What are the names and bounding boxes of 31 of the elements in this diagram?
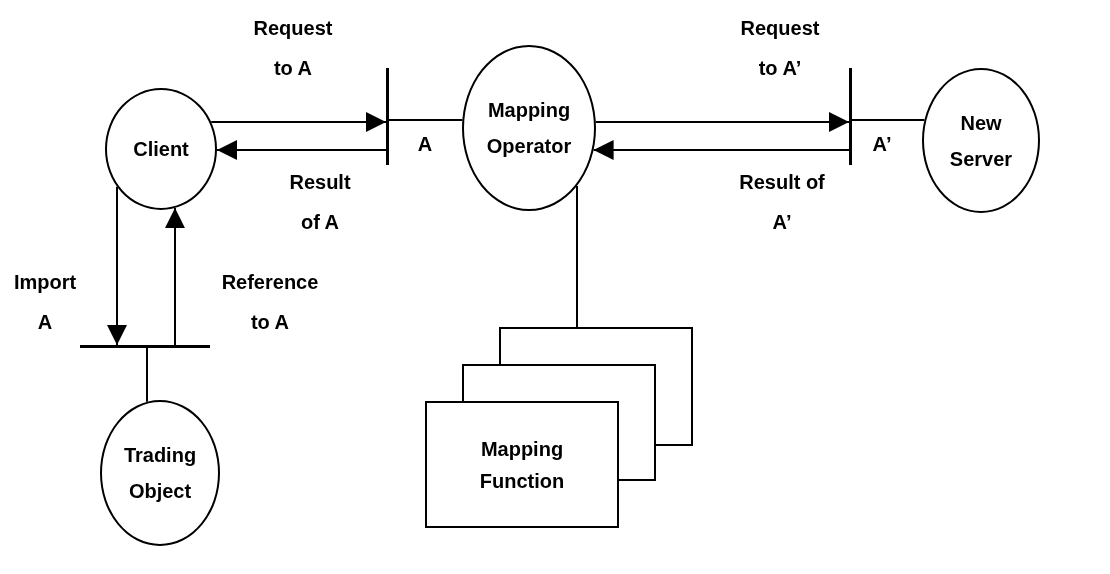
node-label: Mapping Operator [485, 98, 573, 159]
arrow [210, 112, 387, 132]
node-label: New Server [948, 110, 1014, 172]
connector-line [388, 119, 464, 121]
interface-bar [849, 68, 852, 165]
arrow [592, 140, 850, 160]
arrow [216, 140, 387, 160]
arrow [107, 185, 127, 346]
node-label: Trading Object [122, 443, 198, 504]
connector-line [851, 119, 926, 121]
object-ellipse [922, 68, 1040, 213]
node-label: Mapping Function [478, 436, 566, 494]
edge-label: Result of A [288, 170, 352, 235]
arrow [165, 207, 185, 346]
edge-label: Request to A’ [739, 16, 821, 81]
interface-bar [80, 345, 210, 348]
interface-bar [386, 68, 389, 165]
interface-label: A [416, 132, 434, 157]
interface-label: A’ [871, 132, 893, 157]
edge-label: Result of A’ [738, 170, 826, 235]
object-ellipse [105, 88, 217, 210]
edge-label: Import A [12, 270, 78, 335]
connector-line [146, 347, 148, 403]
function-stack [425, 327, 693, 528]
object-ellipse [462, 45, 596, 211]
edge-label: Reference to A [220, 270, 320, 335]
connector-line [576, 184, 578, 328]
arrow [594, 112, 850, 132]
node-label: Client [132, 137, 190, 162]
edge-label: Request to A [252, 16, 334, 81]
object-ellipse [100, 400, 220, 546]
